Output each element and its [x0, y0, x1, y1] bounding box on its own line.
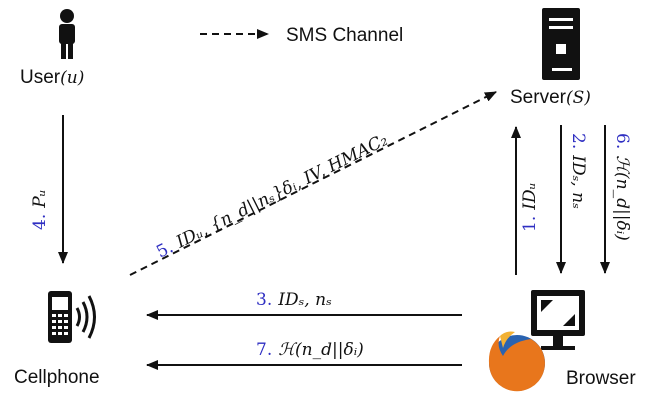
browser-node: Browser: [488, 290, 636, 392]
monitor-icon: [531, 290, 585, 350]
server-node: Server(S): [510, 8, 591, 108]
arrow-step-5: [129, 91, 497, 276]
legend: SMS Channel: [200, 25, 403, 46]
step-2-label: 2.IDₛ, nₛ: [568, 133, 588, 209]
cellphone-label: Cellphone: [14, 367, 100, 388]
browser-label: Browser: [566, 368, 636, 389]
step-7-label: 7.ℋ(n_d||δᵢ): [256, 340, 364, 360]
server-label: Server(S): [510, 87, 591, 108]
step-3-label: 3.IDₛ, nₛ: [256, 290, 332, 310]
user-node: User(u): [20, 9, 84, 88]
server-icon: [542, 8, 580, 80]
step-1-label: 1.IDᵤ: [520, 183, 540, 232]
step-5-label: 5.IDᵤ, {n_d||nₛ}δᵢ, IV, HMAC₂: [153, 130, 391, 263]
cellphone-icon: [48, 291, 96, 343]
user-label: User(u): [20, 67, 84, 88]
firefox-icon: [488, 331, 545, 392]
step-6-label: 6.ℋ(n_d||δᵢ): [612, 133, 632, 241]
cellphone-node: Cellphone: [14, 291, 100, 388]
step-4-label: 4.Pᵤ: [30, 190, 50, 230]
person-icon: [59, 9, 75, 59]
legend-label: SMS Channel: [286, 25, 403, 46]
